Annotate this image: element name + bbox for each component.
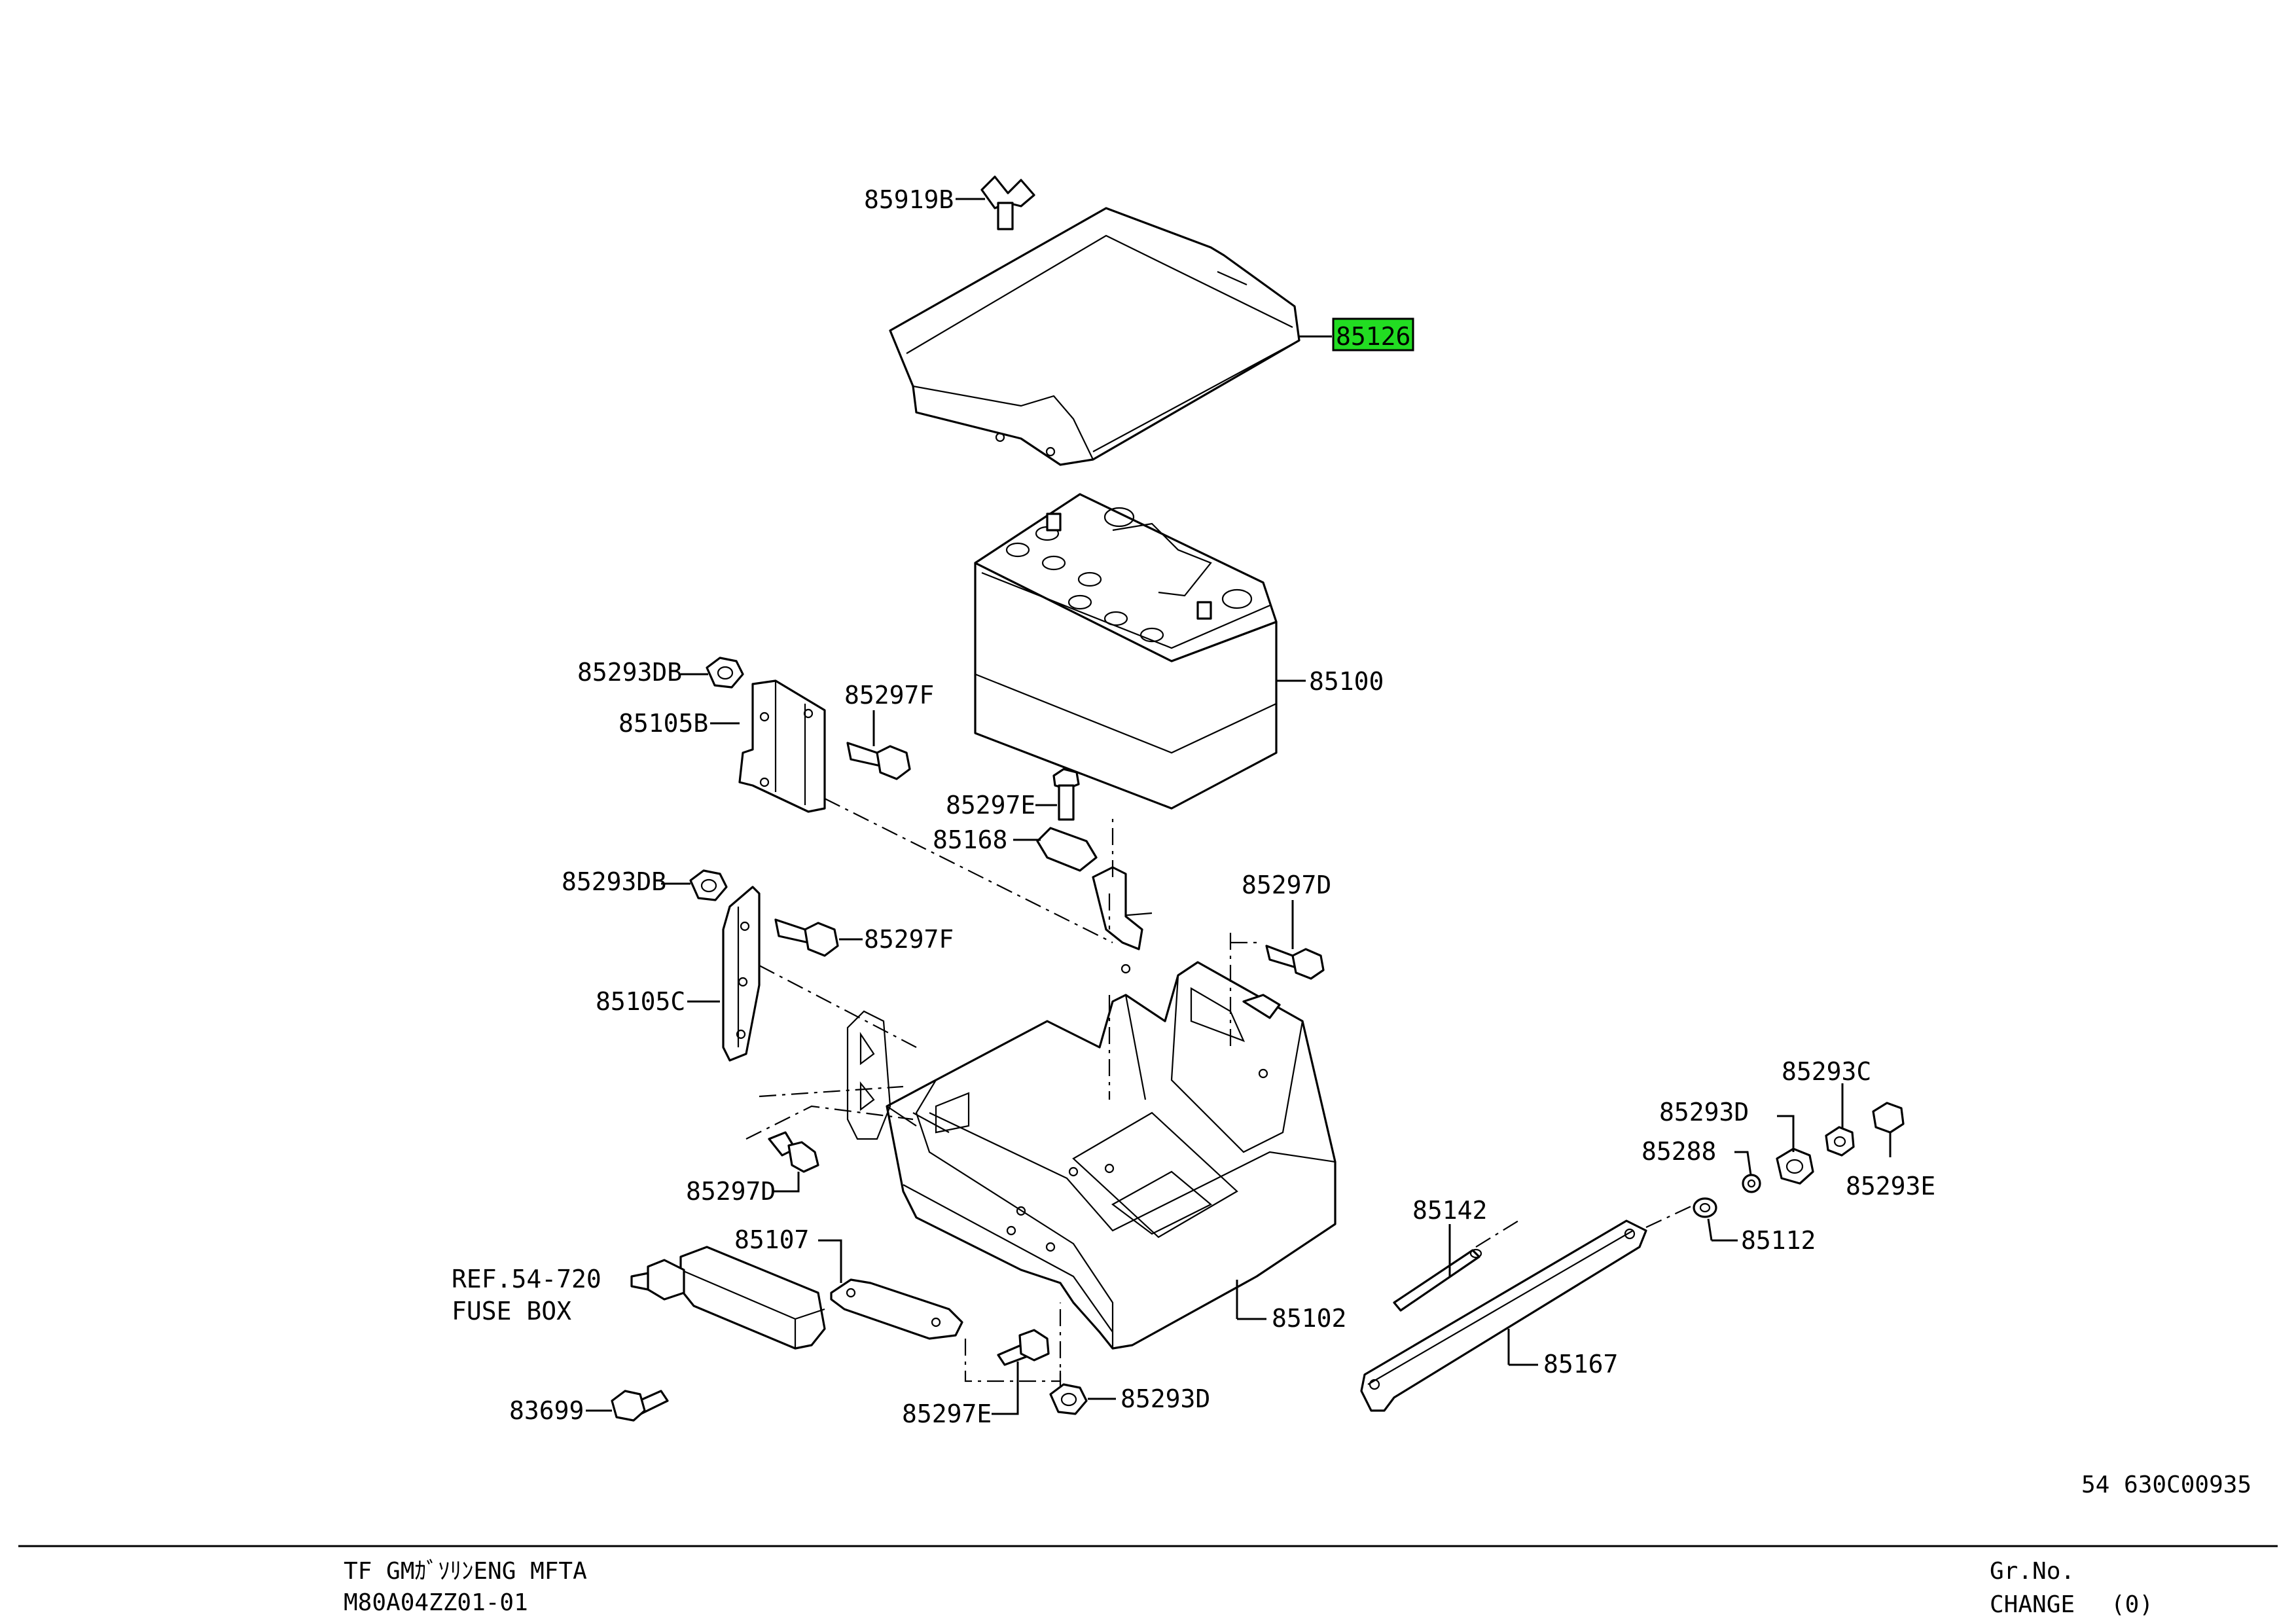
rod-85142-drawing[interactable] — [1393, 1248, 1482, 1312]
flange-nut-drawing[interactable] — [706, 657, 744, 689]
callout-85105B[interactable]: 85105B — [619, 709, 708, 738]
wing-bolt-drawing[interactable] — [980, 175, 1035, 230]
callout-85107[interactable]: 85107 — [734, 1225, 809, 1254]
callout-85297D[interactable]: 85297D — [686, 1177, 776, 1206]
battery-tray-drawing[interactable] — [846, 866, 1336, 1350]
plate-85107-drawing[interactable] — [830, 1278, 963, 1340]
callout-85288[interactable]: 85288 — [1641, 1137, 1716, 1166]
hex-nut-drawing[interactable] — [1825, 1126, 1855, 1157]
highlight-box — [1332, 317, 1414, 352]
callout-85102[interactable]: 85102 — [1272, 1304, 1346, 1333]
gr-no-label: Gr.No. — [1990, 1558, 2075, 1585]
callout-85297F[interactable]: 85297F — [844, 681, 934, 710]
washer-85112-drawing[interactable] — [1693, 1197, 1717, 1218]
flange-nut-drawing[interactable] — [1049, 1383, 1088, 1415]
callout-83699[interactable]: 83699 — [509, 1396, 584, 1425]
change-value: (0) — [2111, 1591, 2153, 1618]
assembly-lines — [745, 798, 1696, 1388]
washer-85288-drawing[interactable] — [1742, 1174, 1761, 1193]
callout-85297E[interactable]: 85297E — [946, 791, 1035, 820]
callout-85293C[interactable]: 85293C — [1782, 1057, 1871, 1086]
bolt-85297D-drawing[interactable] — [768, 1131, 819, 1173]
callout-85100[interactable]: 85100 — [1309, 667, 1384, 696]
callout-85297D[interactable]: 85297D — [1242, 871, 1331, 899]
callout-85293DB[interactable]: 85293DB — [577, 658, 682, 687]
callout-85293E[interactable]: 85293E — [1846, 1172, 1935, 1200]
bolt-85297F-drawing[interactable] — [846, 742, 911, 780]
bracket-85105C-drawing[interactable] — [722, 886, 761, 1062]
bolt-85297F-drawing[interactable] — [774, 918, 839, 957]
callout-85168[interactable]: 85168 — [933, 825, 1007, 854]
callout-labels: 85919B 85126 85100 85293DB 85105B 85297F… — [452, 185, 1935, 1428]
callout-fuse-box[interactable]: FUSE BOX — [452, 1297, 571, 1326]
model-line-1: TF GMｶﾞｿﾘﾝENG MFTA — [344, 1558, 587, 1585]
callout-85297F[interactable]: 85297F — [864, 925, 954, 954]
hex-nut-drawing[interactable] — [1872, 1102, 1905, 1134]
callout-85126[interactable]: 85126 — [1336, 322, 1410, 351]
battery-drawing[interactable] — [974, 493, 1278, 810]
flange-nut-drawing[interactable] — [1776, 1147, 1814, 1185]
bolt-85297D-drawing[interactable] — [1265, 945, 1325, 980]
callout-85293D[interactable]: 85293D — [1659, 1098, 1749, 1127]
callout-85297E[interactable]: 85297E — [902, 1399, 992, 1428]
change-label: CHANGE — [1990, 1591, 2075, 1618]
callout-85293D[interactable]: 85293D — [1121, 1384, 1210, 1413]
callout-85105C[interactable]: 85105C — [596, 987, 685, 1016]
drawing-code: 54 630C00935 — [2081, 1471, 2251, 1498]
callout-ref-54-720[interactable]: REF.54-720 — [452, 1265, 601, 1293]
hold-down-bar-drawing[interactable] — [1360, 1219, 1647, 1412]
callout-85142[interactable]: 85142 — [1412, 1196, 1487, 1225]
fuse-box-drawing[interactable] — [630, 1246, 826, 1350]
leader-lines — [586, 198, 1892, 1415]
callout-85293DB[interactable]: 85293DB — [562, 867, 666, 896]
callout-85919B[interactable]: 85919B — [864, 185, 954, 214]
bolt-83699-drawing[interactable] — [611, 1390, 669, 1422]
flange-nut-drawing[interactable] — [689, 869, 728, 901]
bracket-85105B-drawing[interactable] — [738, 679, 826, 813]
clip-85168-drawing[interactable] — [1036, 827, 1098, 872]
battery-cover-drawing[interactable] — [889, 207, 1300, 466]
callout-85112[interactable]: 85112 — [1741, 1226, 1816, 1255]
model-line-2: M80A04ZZ01-01 — [344, 1589, 528, 1616]
bolt-85297E-drawing[interactable] — [1052, 768, 1080, 821]
bolt-85297E-drawing[interactable] — [997, 1329, 1050, 1366]
callout-85167[interactable]: 85167 — [1543, 1350, 1618, 1379]
